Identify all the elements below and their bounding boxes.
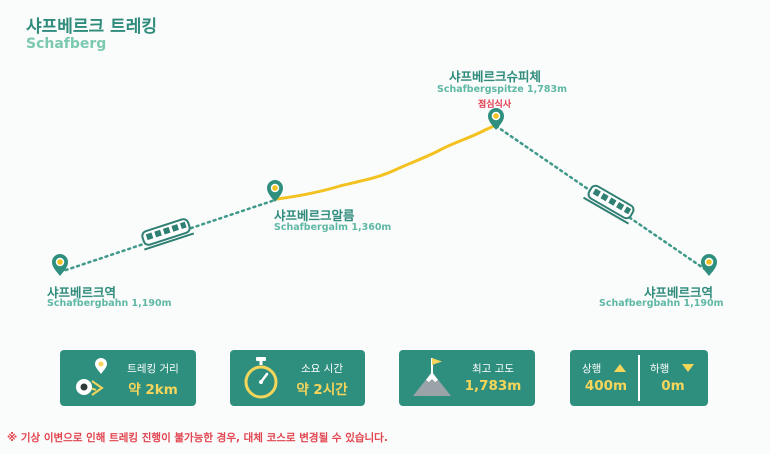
alm-altitude: Schafbergalm 1,360m	[274, 222, 392, 233]
route-map	[52, 108, 717, 276]
stat-descent-value: 0m	[661, 378, 685, 394]
summit-name: 샤프베르크슈피체	[449, 69, 542, 84]
stat-ascent-value: 400m	[584, 378, 628, 394]
trekking-trail	[275, 124, 496, 201]
summit-lunch-note: 점심식사	[478, 100, 512, 110]
mountain-flag-icon	[413, 358, 451, 396]
map-pin-icon-end	[701, 254, 717, 276]
map-pin-icon-summit	[488, 108, 504, 130]
train-icon-down	[582, 184, 635, 225]
stat-ascent-descent: 상행 400m 하행 0m	[570, 350, 708, 406]
stat-distance: 트레킹 거리 약 2km	[60, 350, 196, 406]
summit-altitude: Schafbergspitze 1,783m	[437, 84, 567, 95]
up-triangle-icon	[614, 364, 626, 372]
stat-duration-label: 소요 시간	[301, 363, 343, 375]
start-station-altitude: Schafbergbahn 1,190m	[47, 298, 172, 309]
stat-distance-label: 트레킹 거리	[127, 363, 179, 375]
stat-duration-value: 약 2시간	[296, 382, 348, 398]
start-station-name: 샤프베르크역	[47, 285, 117, 300]
stat-altitude: 최고 고도 1,783m	[399, 350, 535, 406]
stopwatch-icon	[244, 357, 278, 399]
page-subtitle: Schafberg	[26, 36, 107, 52]
stat-descent-label: 하행	[650, 363, 670, 375]
page-title: 샤프베르크 트레킹	[26, 17, 158, 37]
weather-notice: ※ 기상 이변으로 인해 트레킹 진행이 불가능한 경우, 대체 코스로 변경될…	[7, 432, 388, 444]
map-pin-route-icon	[76, 358, 107, 396]
map-pin-icon-alm	[267, 180, 283, 202]
end-station-altitude: Schafbergbahn 1,190m	[599, 298, 724, 309]
stat-duration: 소요 시간 약 2시간	[230, 350, 365, 406]
alm-name: 샤프베르크알름	[274, 208, 355, 223]
down-triangle-icon	[682, 364, 694, 372]
end-station-name: 샤프베르크역	[644, 285, 714, 300]
stat-altitude-value: 1,783m	[464, 378, 522, 394]
train-icon-up	[141, 218, 195, 251]
map-pin-icon-start	[52, 254, 68, 276]
stat-altitude-label: 최고 고도	[472, 363, 514, 375]
stat-ascent-label: 상행	[582, 363, 602, 375]
stat-distance-value: 약 2km	[128, 382, 178, 398]
stat-divider	[638, 355, 640, 401]
